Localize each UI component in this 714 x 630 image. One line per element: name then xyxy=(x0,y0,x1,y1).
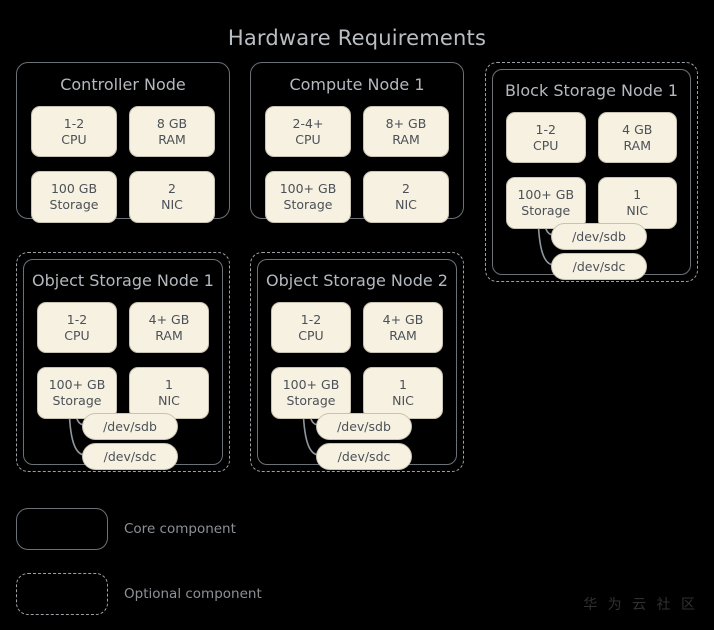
node-compute-node-1[interactable]: Compute Node 1 2-4+ CPU 8+ GB RAM 100+ G… xyxy=(250,62,464,223)
spec-box-cpu: 1-2 CPU xyxy=(271,302,351,354)
spec-label: Storage xyxy=(521,202,571,218)
spec-label: Storage xyxy=(286,392,336,408)
node-block-storage-node-1[interactable]: Block Storage Node 1 1-2 CPU 4 GB RAM 10… xyxy=(485,62,698,282)
spec-label: CPU xyxy=(61,131,87,147)
spec-box-cpu: 2-4+ CPU xyxy=(265,106,351,158)
spec-label: RAM xyxy=(623,137,651,153)
spec-label: NIC xyxy=(395,196,417,212)
spec-value: 100+ GB xyxy=(282,377,340,393)
legend-label: Core component xyxy=(124,521,236,537)
spec-value: 100 GB xyxy=(50,181,98,197)
spec-value: 100+ GB xyxy=(48,377,106,393)
spec-value: 1-2 xyxy=(535,122,556,137)
spec-label: Storage xyxy=(49,196,99,212)
spec-grid: 2-4+ CPU 8+ GB RAM 100+ GB Storage 2 NIC xyxy=(251,96,463,223)
spec-value: 2 xyxy=(168,181,176,197)
node-object-storage-node-2[interactable]: Object Storage Node 2 1-2 CPU 4+ GB RAM … xyxy=(250,252,464,472)
spec-label: CPU xyxy=(533,137,559,153)
spec-grid: 1-2 CPU 8 GB RAM 100 GB Storage 2 NIC xyxy=(17,96,229,223)
spec-box-storage: 100+ GB Storage xyxy=(506,177,586,229)
spec-value: 1 xyxy=(399,377,407,393)
spec-value: 8 GB xyxy=(156,116,188,131)
spec-value: 2-4+ xyxy=(292,116,324,131)
spec-label: Storage xyxy=(52,392,102,408)
device-pill-sdc[interactable]: /dev/sdc xyxy=(82,443,178,470)
device-pill-sdc[interactable]: /dev/sdc xyxy=(551,253,647,280)
spec-box-nic: 2 NIC xyxy=(129,171,215,223)
spec-box-ram: 8 GB RAM xyxy=(129,106,215,158)
page-title: Hardware Requirements xyxy=(227,26,487,50)
device-pill-sdb[interactable]: /dev/sdb xyxy=(551,223,647,250)
spec-label: NIC xyxy=(161,196,183,212)
spec-value: 1 xyxy=(633,187,642,203)
spec-grid: 1-2 CPU 4+ GB RAM 100+ GB Storage 1 NIC xyxy=(23,292,223,419)
spec-box-nic: 1 NIC xyxy=(597,177,677,229)
node-title: Controller Node xyxy=(60,75,186,94)
spec-value: 4+ GB xyxy=(148,312,190,327)
spec-value: 100+ GB xyxy=(517,187,575,203)
device-pill-sdc[interactable]: /dev/sdc xyxy=(316,443,412,470)
spec-box-cpu: 1-2 CPU xyxy=(506,112,586,164)
spec-label: CPU xyxy=(295,131,321,147)
node-title: Object Storage Node 1 xyxy=(32,271,214,290)
spec-label: RAM xyxy=(155,327,183,343)
spec-label: NIC xyxy=(626,202,649,218)
spec-label: RAM xyxy=(389,327,417,343)
spec-value: 4 GB xyxy=(622,122,653,137)
spec-box-storage: 100+ GB Storage xyxy=(37,367,117,419)
spec-box-nic: 2 NIC xyxy=(363,171,449,223)
legend-item-optional: Optional component xyxy=(16,573,262,615)
spec-box-storage: 100 GB Storage xyxy=(31,171,117,223)
spec-value: 8+ GB xyxy=(385,116,427,131)
legend-swatch-optional-icon xyxy=(16,573,108,615)
node-object-storage-node-1[interactable]: Object Storage Node 1 1-2 CPU 4+ GB RAM … xyxy=(16,252,230,472)
node-controller-node[interactable]: Controller Node 1-2 CPU 8 GB RAM 100 GB … xyxy=(16,62,230,223)
device-pill-sdb[interactable]: /dev/sdb xyxy=(82,413,178,440)
spec-value: 1-2 xyxy=(300,312,322,327)
spec-box-nic: 1 NIC xyxy=(363,367,443,419)
spec-label: RAM xyxy=(392,131,420,147)
spec-value: 100+ GB xyxy=(279,181,337,197)
node-title: Compute Node 1 xyxy=(289,75,425,94)
spec-box-nic: 1 NIC xyxy=(129,367,209,419)
spec-value: 4+ GB xyxy=(382,312,424,327)
spec-label: Storage xyxy=(283,196,333,212)
spec-box-ram: 8+ GB RAM xyxy=(363,106,449,158)
spec-label: CPU xyxy=(64,327,90,343)
spec-box-ram: 4+ GB RAM xyxy=(129,302,209,354)
spec-grid: 1-2 CPU 4+ GB RAM 100+ GB Storage 1 NIC xyxy=(257,292,457,419)
spec-box-ram: 4+ GB RAM xyxy=(363,302,443,354)
spec-box-ram: 4 GB RAM xyxy=(597,112,677,164)
spec-grid: 1-2 CPU 4 GB RAM 100+ GB Storage 1 NIC xyxy=(492,102,691,229)
spec-label: RAM xyxy=(158,131,186,147)
node-title: Block Storage Node 1 xyxy=(504,81,679,100)
spec-box-cpu: 1-2 CPU xyxy=(31,106,117,158)
spec-box-storage: 100+ GB Storage xyxy=(271,367,351,419)
spec-value: 1-2 xyxy=(66,312,88,327)
legend-label: Optional component xyxy=(124,586,262,602)
spec-box-storage: 100+ GB Storage xyxy=(265,171,351,223)
spec-label: NIC xyxy=(158,392,180,408)
device-pill-sdb[interactable]: /dev/sdb xyxy=(316,413,412,440)
spec-value: 1 xyxy=(165,377,173,393)
node-title: Object Storage Node 2 xyxy=(266,271,448,290)
legend-swatch-core-icon xyxy=(16,508,108,550)
spec-value: 1-2 xyxy=(63,116,85,131)
spec-box-cpu: 1-2 CPU xyxy=(37,302,117,354)
spec-value: 2 xyxy=(402,181,410,197)
legend-item-core: Core component xyxy=(16,508,236,550)
watermark: 华 为 云 社 区 xyxy=(583,597,698,613)
spec-label: CPU xyxy=(298,327,324,343)
spec-label: NIC xyxy=(392,392,414,408)
